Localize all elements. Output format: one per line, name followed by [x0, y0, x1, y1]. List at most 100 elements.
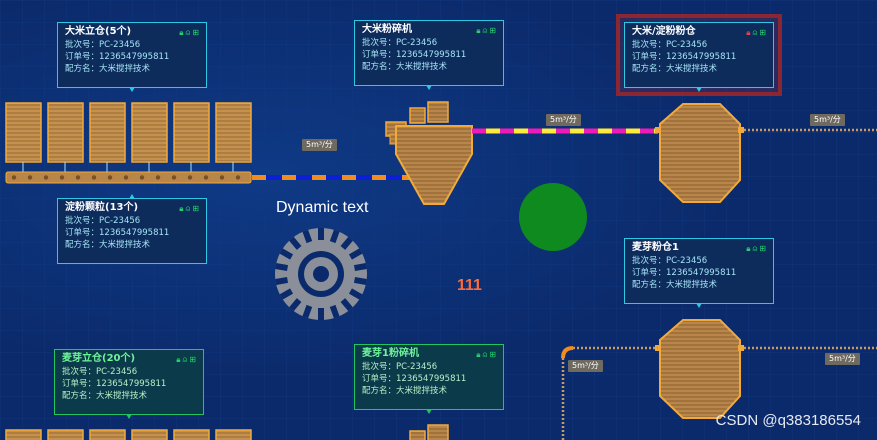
network-icon: ⊞: [489, 350, 498, 359]
card-pointer: [426, 409, 432, 414]
card-order: 订单号：1236547995811: [65, 52, 170, 62]
card-pointer: [426, 85, 432, 90]
card-batch: 批次号：PC-23456: [632, 256, 708, 266]
silo[interactable]: [131, 102, 168, 163]
malt-grinder[interactable]: [409, 424, 449, 440]
lock-icon: 🔒︎: [179, 204, 186, 213]
card-recipe: 配方名：大米搅拌技术: [632, 280, 718, 290]
card-status-icons: 🔒︎⍝⊞: [179, 203, 201, 215]
card-pointer: [129, 194, 135, 199]
pipe-malt-inlet: [561, 346, 658, 440]
flow-rate-label: 5m³/分: [825, 353, 860, 365]
silo[interactable]: [5, 429, 42, 440]
info-card-starch-bin[interactable]: 🔒︎⍝⊞ 大米/淀粉粉仓 批次号：PC-23456 订单号：1236547995…: [624, 22, 774, 92]
bell-icon: ⍝: [752, 244, 760, 253]
card-pointer: [126, 414, 132, 419]
malt-silo-group: [5, 429, 252, 440]
silo[interactable]: [131, 429, 168, 440]
info-card-malt-silo[interactable]: 🔒︎⍝⊞ 麦芽立仓(20个) 批次号：PC-23456 订单号：12365479…: [54, 349, 204, 419]
conveyor-belt: [5, 171, 252, 184]
card-order: 订单号：1236547995811: [362, 50, 467, 60]
card-batch: 批次号：PC-23456: [632, 40, 708, 50]
card-title: 大米粉碎机: [362, 24, 412, 35]
silo[interactable]: [89, 102, 126, 163]
silo[interactable]: [89, 429, 126, 440]
silo[interactable]: [173, 102, 210, 163]
card-recipe: 配方名：大米搅拌技术: [65, 64, 151, 74]
card-pointer: [129, 87, 135, 92]
network-icon: ⊞: [489, 26, 498, 35]
network-icon: ⊞: [192, 204, 201, 213]
card-title: 大米/淀粉粉仓: [632, 26, 696, 37]
card-title: 麦芽1粉碎机: [362, 348, 419, 359]
card-title: 麦芽立仓(20个): [62, 353, 136, 364]
silo[interactable]: [47, 429, 84, 440]
gear-icon[interactable]: [275, 228, 367, 320]
card-status-icons: 🔒︎⍝⊞: [476, 25, 498, 37]
lock-icon: 🔒︎: [476, 350, 483, 359]
card-status-icons: 🔒︎⍝⊞: [476, 349, 498, 361]
card-order: 订单号：1236547995811: [632, 52, 737, 62]
info-card-starch-granule[interactable]: 🔒︎⍝⊞ 淀粉颗粒(13个) 批次号：PC-23456 订单号：12365479…: [57, 194, 207, 264]
rice-silo-group: [5, 102, 252, 172]
network-icon: ⊞: [759, 244, 768, 253]
silo[interactable]: [215, 429, 252, 440]
info-card-malt-bin[interactable]: 🔒︎⍝⊞ 麦芽粉仓1 批次号：PC-23456 订单号：123654799581…: [624, 238, 774, 308]
bell-icon: ⍝: [185, 204, 193, 213]
network-icon: ⊞: [759, 28, 768, 37]
card-title: 淀粉颗粒(13个): [65, 202, 139, 213]
card-status-icons: 🔒︎⍝⊞: [746, 27, 768, 39]
card-recipe: 配方名：大米搅拌技术: [65, 240, 151, 250]
starch-bin[interactable]: [655, 103, 744, 203]
card-pointer: [696, 87, 702, 92]
lock-icon: 🔒︎: [176, 355, 183, 364]
bell-icon: ⍝: [482, 350, 490, 359]
card-recipe: 配方名：大米搅拌技术: [632, 64, 718, 74]
card-order: 订单号：1236547995811: [632, 268, 737, 278]
bell-icon: ⍝: [482, 26, 490, 35]
card-title: 麦芽粉仓1: [632, 242, 679, 253]
info-card-rice-grinder[interactable]: 🔒︎⍝⊞ 大米粉碎机 批次号：PC-23456 订单号：123654799581…: [354, 20, 504, 90]
info-card-rice-silo[interactable]: 🔒︎⍝⊞ 大米立仓(5个) 批次号：PC-23456 订单号：123654799…: [57, 22, 207, 92]
card-status-icons: 🔒︎⍝⊞: [179, 27, 201, 39]
card-pointer: [696, 303, 702, 308]
lock-icon: 🔒︎: [476, 26, 483, 35]
bell-icon: ⍝: [185, 28, 193, 37]
card-batch: 批次号：PC-23456: [362, 38, 438, 48]
card-status-icons: 🔒︎⍝⊞: [176, 354, 198, 366]
card-batch: 批次号：PC-23456: [362, 362, 438, 372]
card-status-icons: 🔒︎⍝⊞: [746, 243, 768, 255]
card-batch: 批次号：PC-23456: [65, 216, 141, 226]
bell-icon: ⍝: [752, 28, 760, 37]
rice-grinder[interactable]: [385, 101, 473, 205]
flow-rate-label: 5m³/分: [302, 139, 337, 151]
card-batch: 批次号：PC-23456: [65, 40, 141, 50]
lock-icon: 🔒︎: [746, 28, 753, 37]
card-recipe: 配方名：大米搅拌技术: [62, 391, 148, 401]
silo[interactable]: [47, 102, 84, 163]
status-indicator: [519, 183, 587, 251]
malt-bin[interactable]: [655, 319, 744, 419]
info-card-malt-grinder[interactable]: 🔒︎⍝⊞ 麦芽1粉碎机 批次号：PC-23456 订单号：12365479958…: [354, 344, 504, 414]
dynamic-text: Dynamic text: [276, 199, 369, 216]
bell-icon: ⍝: [182, 355, 190, 364]
network-icon: ⊞: [192, 28, 201, 37]
network-icon: ⊞: [189, 355, 198, 364]
card-order: 订单号：1236547995811: [362, 374, 467, 384]
silo[interactable]: [5, 102, 42, 163]
card-recipe: 配方名：大米搅拌技术: [362, 386, 448, 396]
silo[interactable]: [215, 102, 252, 163]
card-title: 大米立仓(5个): [65, 26, 132, 37]
card-batch: 批次号：PC-23456: [62, 367, 138, 377]
flow-rate-label: 5m³/分: [546, 114, 581, 126]
silo[interactable]: [173, 429, 210, 440]
counter-value: 111: [457, 277, 482, 294]
card-recipe: 配方名：大米搅拌技术: [362, 62, 448, 72]
card-order: 订单号：1236547995811: [65, 228, 170, 238]
lock-icon: 🔒︎: [746, 244, 753, 253]
flow-rate-label: 5m³/分: [810, 114, 845, 126]
flow-rate-label: 5m³/分: [568, 360, 603, 372]
lock-icon: 🔒︎: [179, 28, 186, 37]
card-order: 订单号：1236547995811: [62, 379, 167, 389]
watermark: CSDN @q383186554: [715, 412, 861, 429]
